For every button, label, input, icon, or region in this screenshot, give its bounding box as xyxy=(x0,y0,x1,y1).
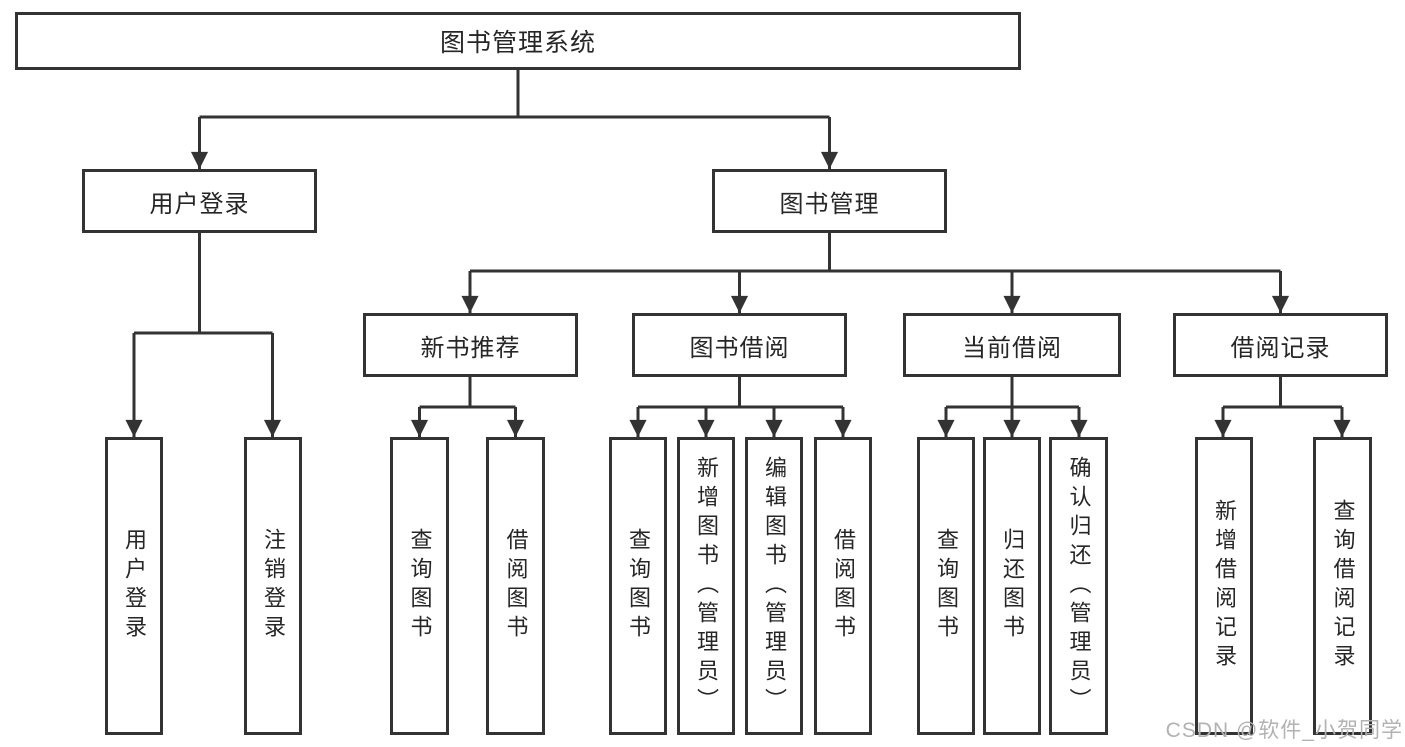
node-borrow-records-label: 借阅记录 xyxy=(1230,334,1331,362)
node-new-book-recommend: 新书推荐 xyxy=(363,313,578,377)
leaf-add-book-admin-label: 新增图书（管理员） xyxy=(694,455,719,717)
leaf-edit-book-admin-label: 编辑图书（管理员） xyxy=(762,455,787,717)
connectors-new-book-recommend xyxy=(410,377,525,437)
connectors-user-login xyxy=(125,233,282,437)
leaf-add-borrow-record-label: 新增借阅记录 xyxy=(1212,499,1237,673)
connectors-book-management xyxy=(461,233,1290,313)
node-new-book-recommend-label: 新书推荐 xyxy=(420,334,521,362)
leaf-borrow-book-label: 借阅图书 xyxy=(831,528,856,644)
node-book-management-label: 图书管理 xyxy=(779,190,880,218)
node-book-borrow: 图书借阅 xyxy=(632,313,847,377)
leaf-confirm-return-admin-label: 确认归还（管理员） xyxy=(1066,455,1092,717)
leaf-user-login-label: 用户登录 xyxy=(122,528,147,644)
node-book-borrow-label: 图书借阅 xyxy=(689,334,790,362)
leaf-borrow-book-recommend: 借阅图书 xyxy=(486,437,545,735)
leaf-confirm-return-admin: 确认归还（管理员） xyxy=(1049,437,1108,735)
node-borrow-records: 借阅记录 xyxy=(1173,313,1388,377)
leaf-return-book-label: 归还图书 xyxy=(1000,528,1025,644)
leaf-query-book-borrow: 查询图书 xyxy=(609,437,667,735)
csdn-watermark: CSDN @软件_小贺同学 xyxy=(1165,719,1403,742)
leaf-query-book-current: 查询图书 xyxy=(917,437,975,735)
connectors-current-borrow xyxy=(937,377,1088,437)
connectors-book-borrow xyxy=(629,377,852,437)
connectors-root xyxy=(190,70,839,169)
leaf-borrow-book: 借阅图书 xyxy=(814,437,872,735)
leaf-query-book-borrow-label: 查询图书 xyxy=(626,528,651,644)
leaf-add-borrow-record: 新增借阅记录 xyxy=(1195,437,1253,735)
node-current-borrow: 当前借阅 xyxy=(903,313,1121,377)
leaf-edit-book-admin: 编辑图书（管理员） xyxy=(745,437,803,735)
leaf-logout: 注销登录 xyxy=(244,437,302,735)
leaf-borrow-book-recommend-label: 借阅图书 xyxy=(503,528,529,644)
leaf-logout-label: 注销登录 xyxy=(261,528,286,644)
leaf-user-login: 用户登录 xyxy=(105,437,163,735)
leaf-query-borrow-record-label: 查询借阅记录 xyxy=(1330,499,1356,673)
leaf-query-book-current-label: 查询图书 xyxy=(934,528,959,644)
node-user-login: 用户登录 xyxy=(82,169,317,233)
node-current-borrow-label: 当前借阅 xyxy=(962,334,1062,362)
leaf-query-book-recommend-label: 查询图书 xyxy=(407,528,433,644)
leaf-add-book-admin: 新增图书（管理员） xyxy=(677,437,735,735)
node-user-login-label: 用户登录 xyxy=(149,190,250,218)
leaf-return-book: 归还图书 xyxy=(983,437,1041,735)
node-book-management: 图书管理 xyxy=(712,169,947,233)
node-root: 图书管理系统 xyxy=(15,12,1021,70)
connectors-borrow-records xyxy=(1214,377,1351,437)
node-root-label: 图书管理系统 xyxy=(439,29,596,57)
leaf-query-book-recommend: 查询图书 xyxy=(390,437,449,735)
leaf-query-borrow-record: 查询借阅记录 xyxy=(1313,437,1372,735)
